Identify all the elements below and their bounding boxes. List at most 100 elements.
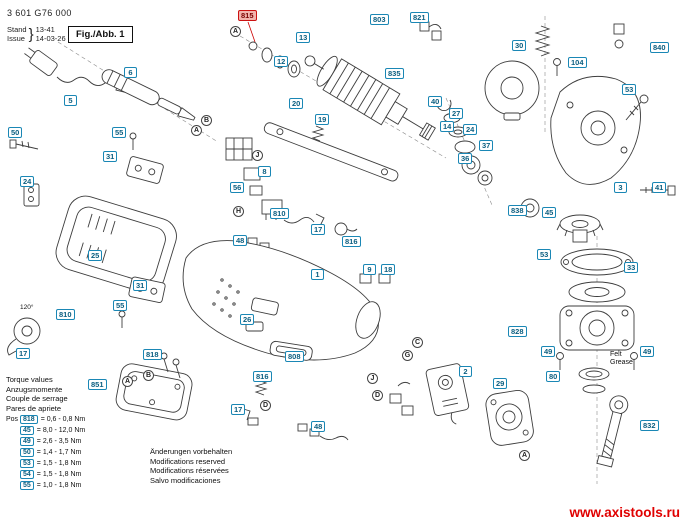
letter-callout-B: B [143,370,154,381]
letter-callout-A: A [519,450,530,461]
stand-issue-brace: } [28,25,34,43]
part-callout-17: 17 [16,348,31,359]
part-callout-5: 5 [64,95,77,106]
letter-callout-A: A [230,26,241,37]
letter-callout-B: B [201,115,212,126]
part-callout-12: 12 [274,56,289,67]
part-callout-1: 1 [311,269,324,280]
issue-label: Issue [7,34,25,43]
torque-value: = 1,0 - 1,8 Nm [36,481,82,489]
torque-pos-badge: 818 [20,414,38,424]
part-callout-810: 810 [56,309,75,320]
part-callout-8: 8 [258,166,271,177]
part-callout-24: 24 [463,124,478,135]
torque-pos-badge: 49 [20,436,34,446]
letter-callout-A: A [122,376,133,387]
torque-value: = 1,5 - 1,8 Nm [36,470,82,478]
part-callout-9: 9 [363,264,376,275]
figure-label: Fig./Abb. 1 [68,26,133,43]
felt-note: Felt [610,351,622,358]
torque-row-53: 53= 1,5 - 1,8 Nm [6,458,85,468]
letter-callout-J: J [252,150,263,161]
part-number: 3 601 G76 000 [7,8,72,18]
letter-callout-J: J [367,373,378,384]
stand-issue-labels: Stand Issue [7,25,27,43]
note-line-en: Modifications reserved [150,456,226,466]
part-callout-821: 821 [410,12,429,23]
part-callout-49: 49 [541,346,556,357]
angle-note: 120° [20,304,34,311]
part-callout-13: 13 [296,32,311,43]
torque-value: = 1,4 - 1,7 Nm [36,448,82,456]
issue-value: 14-03-26 [35,34,66,43]
part-callout-17: 17 [231,404,246,415]
stand-value: 13-41 [35,25,55,34]
part-callout-31: 31 [133,280,148,291]
part-callout-808: 808 [285,351,304,362]
part-callout-36: 36 [458,153,473,164]
part-callout-40: 40 [428,96,443,107]
part-callout-19: 19 [315,114,330,125]
part-callout-31: 31 [103,151,118,162]
letter-callout-A: A [191,125,202,136]
part-callout-3: 3 [614,182,627,193]
part-callout-832: 832 [640,420,659,431]
note-line-fr: Modifications réservées [150,466,229,475]
torque-row-54: 54= 1,5 - 1,8 Nm [6,469,85,479]
letter-callout-H: H [233,206,244,217]
part-callout-803: 803 [370,14,389,25]
torque-row-49: 49= 2,6 - 3,5 Nm [6,436,85,446]
torque-pos-badge: 45 [20,425,34,435]
part-callout-37: 37 [479,140,494,151]
part-callout-6: 6 [124,67,137,78]
part-callout-53: 53 [622,84,637,95]
part-callout-828: 828 [508,326,527,337]
part-callout-49: 49 [640,346,655,357]
part-callout-838: 838 [508,205,527,216]
part-callout-18: 18 [381,264,396,275]
part-callout-55: 55 [112,127,127,138]
part-callout-104: 104 [568,57,587,68]
part-callout-835: 835 [385,68,404,79]
torque-value: = 8,0 - 12,0 Nm [36,426,86,434]
part-callout-33: 33 [624,262,639,273]
part-callout-53: 53 [537,249,552,260]
torque-pos-badge: 55 [20,480,34,490]
torque-row-45: 45= 8,0 - 12,0 Nm [6,425,85,435]
part-callout-30: 30 [512,40,527,51]
torque-pos-badge: 50 [20,447,34,457]
part-callout-17: 17 [311,224,326,235]
torque-value: = 1,5 - 1,8 Nm [36,459,82,467]
grease-note: Grease [610,359,633,366]
torque-value: = 0,6 - 0,8 Nm [40,415,86,423]
part-callout-14: 14 [440,121,455,132]
part-callout-25: 25 [88,250,103,261]
note-line-es: Salvo modificaciones [150,475,221,485]
part-callout-20: 20 [289,98,304,109]
stand-label: Stand [7,25,27,34]
part-callout-56: 56 [230,182,245,193]
part-callout-80: 80 [546,371,561,382]
part-callout-55: 55 [113,300,128,311]
felt-grease-note: Felt Grease [610,351,633,367]
torque-pos-badge: 53 [20,458,34,468]
part-callout-45: 45 [542,207,557,218]
part-callout-816: 816 [342,236,361,247]
letter-callout-G: G [402,350,413,361]
torque-pos-prefix: Pos [6,415,19,423]
part-callout-815: 815 [238,10,257,21]
part-callout-26: 26 [240,314,255,325]
notes: Änderungen vorbehalten Modifications res… [150,447,232,485]
part-callout-816: 816 [253,371,272,382]
part-callout-41: 41 [652,182,667,193]
part-callout-48: 48 [233,235,248,246]
part-callout-2: 2 [459,366,472,377]
part-callout-27: 27 [449,108,464,119]
torque-title-en: Torque values [6,375,53,384]
part-callout-29: 29 [493,378,508,389]
stand-issue-block: Stand Issue } 13-41 14-03-26 [7,25,66,43]
